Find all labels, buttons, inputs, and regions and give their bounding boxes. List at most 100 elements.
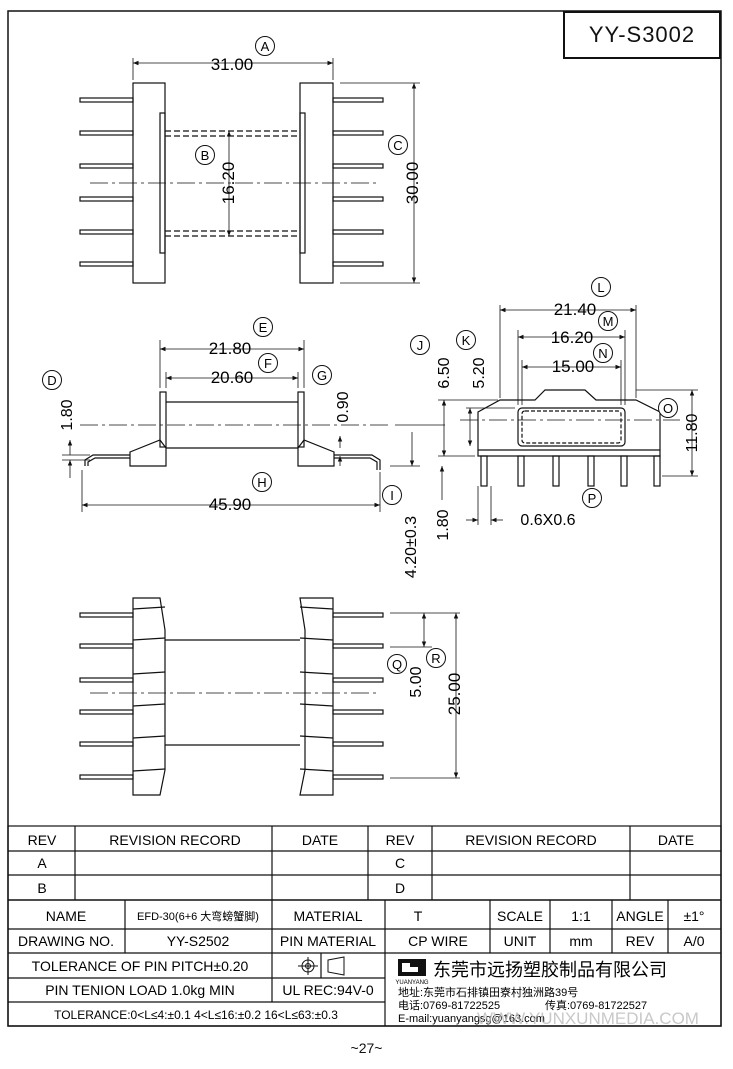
pin [79,163,134,169]
slot-line [299,606,334,610]
dim-end-h1: 6.50 [436,357,453,388]
dim-side-h1: 4.20±0.3 [403,516,420,578]
callout-circle [593,343,613,363]
page-border [7,10,722,1027]
callout-circle [312,365,332,385]
callout-circle [426,648,446,668]
pin [517,455,525,487]
callout-label: L [597,280,604,295]
pin [79,677,134,683]
name-value: EFD-30(6+6 大弯螃蟹脚) [137,909,259,923]
dim-side-h2: 1.80 [435,509,452,540]
callout-label: Q [392,657,402,672]
callout-label: E [259,320,268,335]
pin [332,130,384,136]
callout-label: A [261,39,270,54]
pin [79,97,134,103]
callout-label: I [390,488,394,503]
rev-label: REV [626,933,655,949]
callout-label: P [588,491,597,506]
rev-row-b: B [37,880,46,896]
rev-row-d: D [395,880,405,896]
pin [79,612,134,618]
drawing-no-value: YY-S2502 [167,933,230,949]
record-header-left: REVISION RECORD [109,832,240,848]
callout-label: O [663,401,673,416]
callout-circle [591,277,611,297]
callout-circle [658,398,678,418]
callout-label: M [603,314,614,329]
pin [79,709,134,715]
callout-label: K [462,333,471,348]
callout-circle [410,335,430,355]
dim-side-inner: 20.60 [211,368,254,387]
name-label: NAME [46,908,86,924]
dim-end-w3: 15.00 [552,357,595,376]
pin [79,774,134,780]
dim-side-overall: 21.80 [209,339,252,358]
callout-circle [252,472,272,492]
dim-top-inner: 16.20 [219,162,238,205]
angle-label: ANGLE [616,908,663,924]
date-header-right: DATE [658,832,694,848]
unit-label: UNIT [504,933,537,949]
callout-circle [255,36,275,56]
pin [332,261,384,267]
record-header-right: REVISION RECORD [465,832,596,848]
company-phone: 电话:0769-81722525 [398,999,500,1012]
callout-circle [253,317,273,337]
dim-end-w2: 16.20 [551,328,594,347]
rev-row-a: A [37,855,47,871]
slot-line [299,735,334,739]
rev-value: A/0 [683,933,704,949]
pin [332,196,384,202]
dim-side-pin-offset: 1.80 [59,399,76,430]
dim-bot-pitch: 5.00 [408,666,425,697]
pin [332,612,384,618]
bottom-view [79,597,460,796]
pin-material-label: PIN MATERIAL [280,933,376,949]
callout-label: F [264,356,272,371]
callout-circle [598,311,618,331]
pin [332,741,384,747]
pin [79,741,134,747]
dim-end-h2: 5.20 [471,357,488,388]
slot-line [132,768,166,772]
top-view [79,58,420,284]
pin [332,774,384,780]
pin [79,643,134,649]
dim-end-w1: 21.40 [554,300,597,319]
callout-label: H [257,475,266,490]
callout-circle [387,654,407,674]
tolerance-pitch: TOLERANCE OF PIN PITCH±0.20 [32,958,249,974]
pin [332,163,384,169]
pin [332,677,384,683]
slot-line [299,703,334,707]
pin [332,709,384,715]
pin [79,196,134,202]
pin-tension: PIN TENION LOAD 1.0kg MIN [45,982,235,998]
company-fax: 传真:0769-81722527 [545,998,647,1012]
angle-value: ±1° [683,908,704,924]
watermark: WWW.YUNXUNMEDIA.COM [477,1009,699,1028]
pin [653,455,661,487]
pin [332,643,384,649]
slot-line [132,735,166,739]
callout-circle [456,330,476,350]
callout-circle [195,145,215,165]
projection-symbol-icon [298,956,345,976]
scale-label: SCALE [497,908,543,924]
tolerance-ranges: TOLERANCE:0<L≤4:±0.1 4<L≤16:±0.2 16<L≤63… [54,1008,338,1022]
callout-label: G [317,368,327,383]
company-address: 地址:东莞市石排镇田寮村独洲路39号 [398,985,578,999]
dim-side-flange: 0.90 [335,391,352,422]
callout-label: D [47,373,56,388]
material-label: MATERIAL [294,908,363,924]
rev-header-left: REV [28,832,57,848]
company-email: E-mail:yuanyangsg@163.com [398,1013,545,1025]
slot-line [132,671,166,675]
date-header-left: DATE [302,832,338,848]
material-value: T [414,908,423,924]
callout-label: J [417,338,424,353]
